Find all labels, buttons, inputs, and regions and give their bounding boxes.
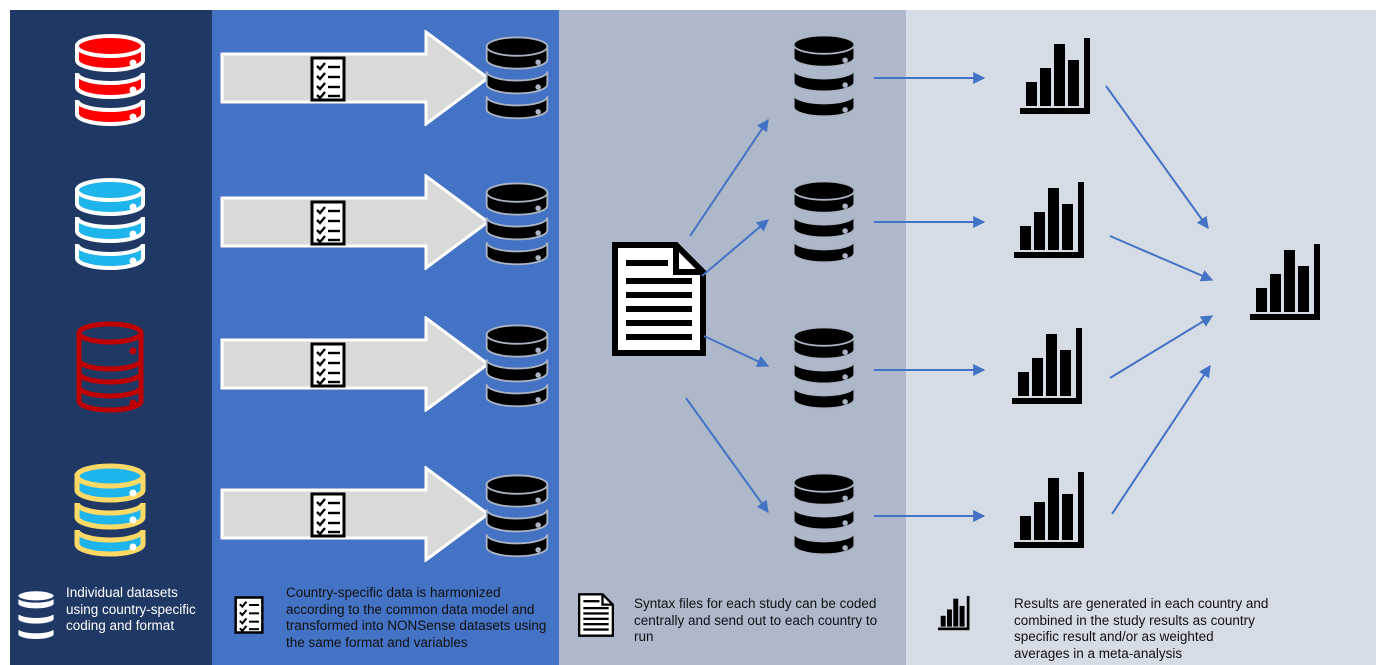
arrow-to-combined-3 (1109, 315, 1214, 379)
checklist-icon (310, 342, 346, 388)
caption-datasets: Individual datasets using country-specif… (66, 585, 196, 633)
arrow-to-country-3 (703, 335, 770, 367)
legend-database-icon (16, 589, 56, 642)
arrow-to-country-4 (685, 397, 769, 513)
database-icon (485, 182, 549, 266)
legend-checklist-icon (234, 596, 264, 634)
red-database-icon (75, 34, 145, 126)
document-icon (615, 245, 703, 353)
large-arrow-icon (220, 174, 490, 270)
caption-harmonized: Country-specific data is harmonized acco… (286, 585, 547, 650)
caption-syntax: Syntax files for each study can be coded… (634, 596, 878, 644)
database-icon (485, 474, 549, 558)
blue-yellow-database-icon (77, 466, 143, 554)
large-arrow-icon (220, 466, 490, 562)
legend-document-icon (578, 593, 614, 637)
database-icon (485, 324, 549, 408)
bar-chart-icon (1020, 38, 1090, 114)
checklist-icon (310, 200, 346, 246)
legend-bar-chart-icon (938, 596, 970, 631)
arrow-to-combined-1 (1105, 85, 1209, 229)
database-icon (792, 180, 856, 264)
outlined-red-database-icon (79, 324, 141, 410)
blue-database-icon (75, 178, 145, 270)
database-icon (792, 472, 856, 556)
caption-results: Results are generated in each country an… (1014, 596, 1269, 661)
bar-chart-icon (1014, 472, 1084, 548)
database-icon (792, 34, 856, 118)
arrow-to-country-1 (689, 119, 769, 237)
checklist-icon (310, 492, 346, 538)
combined-bar-chart-icon (1250, 244, 1320, 320)
arrow-to-combined-2 (1109, 235, 1214, 282)
panel-results (906, 10, 1376, 665)
arrow-to-country-2 (701, 219, 769, 277)
large-arrow-icon (220, 316, 490, 412)
arrow-to-combined-4 (1111, 364, 1211, 515)
bar-chart-icon (1012, 328, 1082, 404)
database-icon (485, 36, 549, 120)
large-arrow-icon (220, 30, 490, 126)
database-icon (792, 326, 856, 410)
checklist-icon (310, 56, 346, 102)
bar-chart-icon (1014, 182, 1084, 258)
